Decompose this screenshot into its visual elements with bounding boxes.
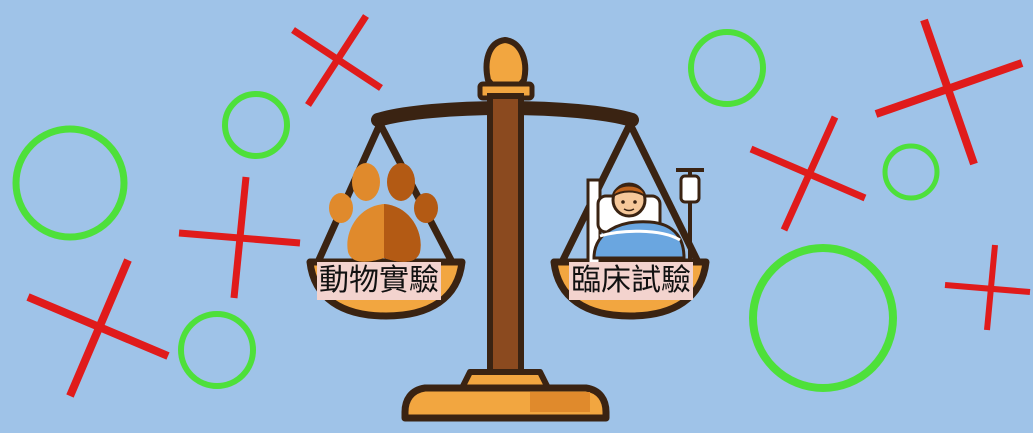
- circle-mark-icon: [688, 29, 766, 107]
- circle-mark-icon: [749, 244, 897, 392]
- animal-experiment-label: 動物實驗: [317, 262, 441, 300]
- cross-mark-icon: [749, 115, 867, 232]
- cross-mark-icon: [26, 258, 170, 398]
- circle-mark-icon: [882, 143, 940, 201]
- cross-mark-icon: [874, 18, 1024, 166]
- cross-mark-icon: [944, 244, 1031, 331]
- patient-in-bed-icon: [586, 168, 704, 262]
- circle-mark-icon: [178, 311, 256, 389]
- cross-marks: [26, 14, 1031, 398]
- clinical-trial-label: 臨床試驗: [569, 262, 693, 300]
- circle-mark-icon: [12, 125, 128, 241]
- cross-mark-icon: [291, 14, 383, 107]
- circle-mark-icon: [222, 91, 290, 159]
- circle-marks: [12, 29, 940, 392]
- cross-mark-icon: [178, 176, 301, 299]
- paw-icon: [329, 163, 438, 262]
